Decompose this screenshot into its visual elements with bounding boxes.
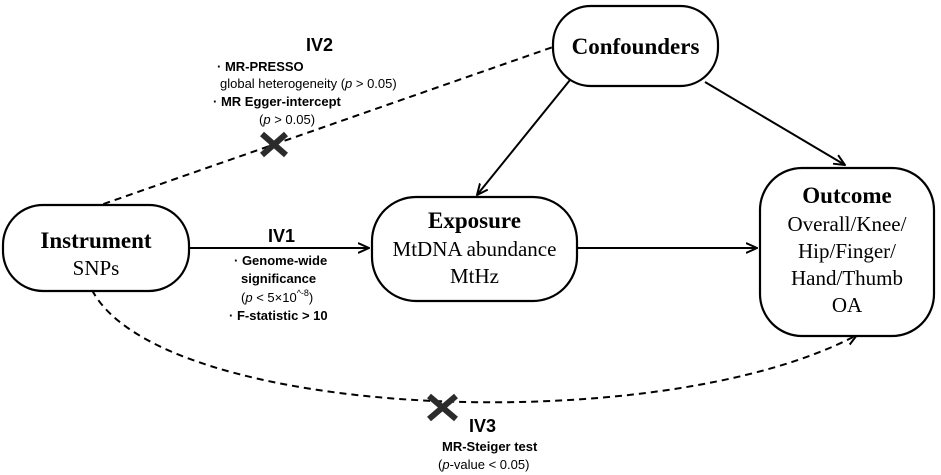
iv2-annotation: IV2 · MR-PRESSO global heterogeneity (p … bbox=[213, 35, 397, 127]
exposure-line: MtDNA abundance bbox=[393, 237, 557, 261]
confounders-title: Confounders bbox=[572, 34, 700, 59]
edges bbox=[91, 46, 857, 404]
iv3-title: IV3 bbox=[469, 416, 496, 436]
iv2-item2: · MR Egger-intercept bbox=[213, 94, 342, 109]
node-outcome: Outcome Overall/Knee/ Hip/Finger/ Hand/T… bbox=[758, 166, 936, 338]
exposure-line: MtHz bbox=[450, 264, 499, 288]
outcome-line: Overall/Knee/ bbox=[788, 212, 907, 236]
iv2-item1-detail: global heterogeneity (p > 0.05) bbox=[220, 76, 397, 91]
iv1-annotation: IV1 · Genome-wide significance (p < 5×10… bbox=[229, 226, 328, 323]
iv3-item1: MR-Steiger test bbox=[442, 439, 538, 454]
edge-instrument-confounders-iv2 bbox=[91, 46, 554, 209]
iv1-item1-detail: (p < 5×10^-8) bbox=[241, 288, 313, 305]
iv1-title: IV1 bbox=[268, 226, 295, 246]
iv3-item1-detail: (p-value < 0.05) bbox=[438, 457, 529, 472]
iv1-item1-cont: significance bbox=[241, 271, 316, 286]
iv2-item1: · MR-PRESSO bbox=[217, 59, 304, 74]
instrument-title: Instrument bbox=[40, 228, 152, 253]
outcome-line: OA bbox=[832, 293, 863, 317]
node-instrument: Instrument SNPs bbox=[1, 203, 191, 293]
iv2-title: IV2 bbox=[306, 35, 333, 55]
instrument-line: SNPs bbox=[73, 256, 120, 280]
edge-confounders-outcome bbox=[704, 81, 845, 165]
iv1-item1: · Genome-wide bbox=[234, 253, 327, 268]
cross-icon-iv3 bbox=[427, 393, 458, 422]
exposure-title: Exposure bbox=[428, 208, 521, 233]
edge-confounders-exposure bbox=[477, 79, 571, 195]
node-exposure: Exposure MtDNA abundance MtHz bbox=[370, 195, 579, 303]
iv2-item2-detail: (p > 0.05) bbox=[259, 112, 315, 127]
node-confounders: Confounders bbox=[551, 4, 720, 88]
iv3-annotation: IV3 MR-Steiger test (p-value < 0.05) bbox=[438, 416, 538, 472]
outcome-line: Hip/Finger/ bbox=[798, 239, 896, 263]
iv1-item2: · F-statistic > 10 bbox=[229, 308, 328, 323]
edge-instrument-outcome-iv3 bbox=[91, 289, 857, 404]
outcome-title: Outcome bbox=[802, 183, 891, 208]
outcome-line: Hand/Thumb bbox=[791, 266, 903, 290]
cross-icon-iv2 bbox=[260, 131, 288, 158]
